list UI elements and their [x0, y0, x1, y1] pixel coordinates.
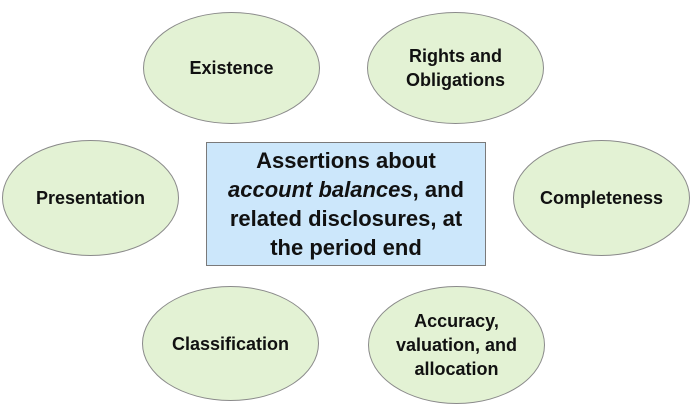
label-rights-line1: Rights and — [409, 46, 502, 66]
label-presentation: Presentation — [35, 188, 146, 208]
ellipse-presentation: Presentation — [2, 140, 179, 256]
ellipse-rights-and-obligations: Rights and Obligations — [367, 12, 544, 124]
center-line-2-italic: account balances — [228, 177, 413, 202]
label-accuracy-line2: valuation, and — [395, 335, 518, 355]
center-line-4: the period end — [270, 235, 422, 260]
center-line-2-rest: , and — [412, 177, 464, 202]
ellipse-accuracy-valuation-allocation: Accuracy, valuation, and allocation — [368, 286, 545, 404]
center-box: Assertions about account balances, and r… — [206, 142, 486, 266]
center-line-2: account balances, and — [228, 175, 464, 204]
ellipse-classification: Classification — [142, 286, 319, 401]
label-existence: Existence — [189, 58, 274, 78]
label-completeness: Completeness — [539, 188, 664, 208]
ellipse-existence: Existence — [143, 12, 320, 124]
label-classification: Classification — [171, 333, 290, 354]
center-line-1: Assertions about — [256, 148, 436, 173]
label-accuracy-valuation-allocation: Accuracy, valuation, and allocation — [386, 309, 527, 381]
label-accuracy-line1: Accuracy, — [414, 311, 499, 331]
ellipse-completeness: Completeness — [513, 140, 690, 256]
center-line-3: related disclosures, at — [229, 206, 463, 231]
label-rights-and-obligations: Rights and Obligations — [396, 44, 515, 92]
label-rights-line2: Obligations — [406, 70, 505, 90]
label-accuracy-line3: allocation — [414, 359, 499, 379]
